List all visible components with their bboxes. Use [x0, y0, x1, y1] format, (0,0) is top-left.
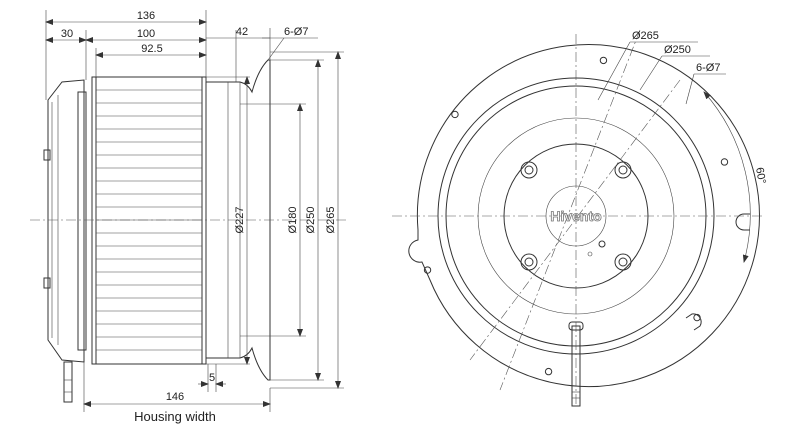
housing-width-caption: Housing width [134, 409, 216, 424]
dim-136-label: 136 [137, 10, 155, 22]
front-dia-265-label: Ø265 [632, 30, 659, 42]
dim-100-label: 100 [137, 28, 155, 40]
dia-180-label: Ø180 [287, 207, 299, 234]
angle-60-label: 60° [753, 166, 768, 184]
front-dia-250-label: Ø250 [664, 44, 691, 56]
outer-flange [408, 44, 760, 387]
dia-265-label: Ø265 [325, 207, 337, 234]
impeller-blades [91, 76, 207, 365]
hivento-logo: Hivento [550, 208, 601, 224]
front-holes-label: 6-Ø7 [696, 62, 720, 74]
front-view: Hivento Ø265 Ø250 6-Ø7 60° [392, 29, 768, 407]
dim-5-label: 5 [209, 372, 215, 384]
holes-label: 6-Ø7 [284, 26, 308, 38]
dia-250-label: Ø250 [305, 207, 317, 234]
dim-146-label: 146 [166, 391, 184, 403]
dim-42-label: 42 [236, 26, 248, 38]
dim-30-label: 30 [61, 28, 73, 40]
dim-92-5-label: 92.5 [141, 43, 162, 55]
side-view: 136 30 100 92.5 42 6-Ø7 Ø227 Ø180 Ø250 Ø… [30, 10, 346, 424]
dia-227-label: Ø227 [234, 207, 246, 234]
